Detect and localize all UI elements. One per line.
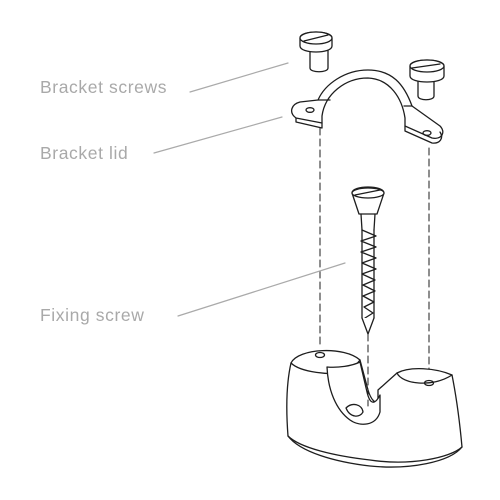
fixing-screw (351, 186, 385, 407)
right-bracket-screw (409, 59, 445, 101)
lid-left-hole (305, 107, 315, 113)
bracket-screws-leader (189, 62, 289, 93)
fixing-screw-leader (177, 262, 346, 317)
base-right-hole (423, 379, 435, 387)
bracket-lid-leader (153, 116, 283, 154)
bracket-lid-label: Bracket lid (40, 143, 129, 163)
base-screw-hole (345, 403, 364, 417)
left-bracket-screw (299, 31, 333, 73)
fixing-screw-label: Fixing screw (40, 305, 145, 325)
lid-right-hole (422, 130, 432, 136)
leader-lines (153, 62, 346, 317)
bracket-lid (290, 69, 444, 144)
alignment-guides (319, 127, 430, 379)
bracket-screws-label: Bracket screws (40, 77, 168, 97)
base-left-hole (314, 351, 326, 359)
bracket-base (286, 349, 463, 468)
